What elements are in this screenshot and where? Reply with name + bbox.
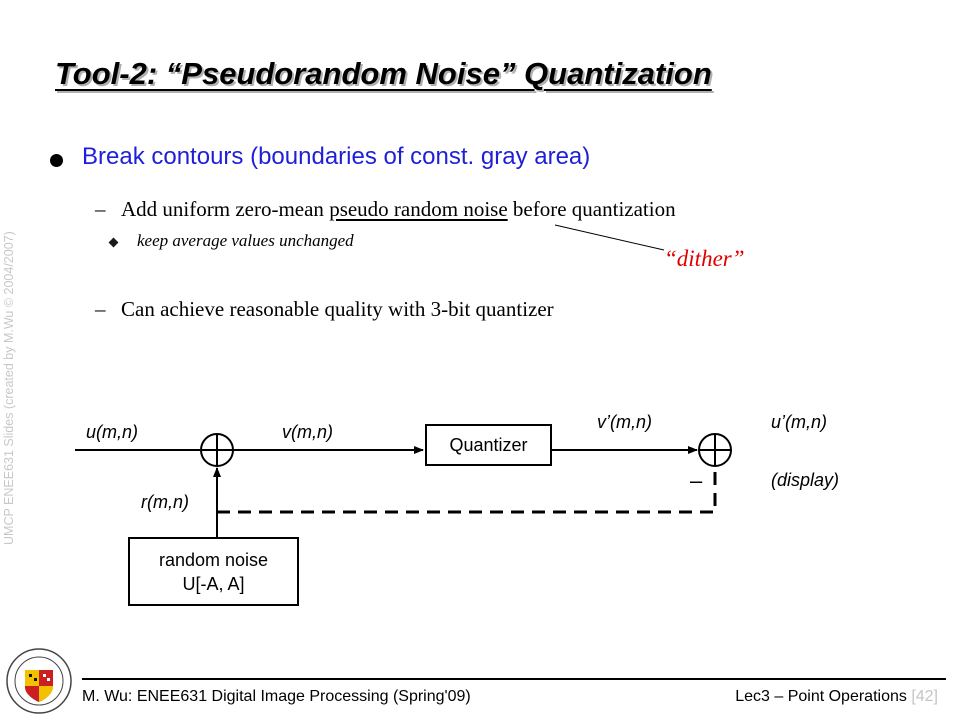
callout-connector bbox=[554, 224, 665, 251]
underlined-phrase: pseudo random noise bbox=[329, 197, 508, 221]
label-vprime: v’(m,n) bbox=[597, 412, 652, 432]
random-noise-box: random noise U[-A, A] bbox=[128, 537, 299, 606]
footer-divider bbox=[82, 678, 946, 680]
adder-1 bbox=[200, 433, 234, 467]
slide-title: Tool-2: “Pseudorandom Noise” Quantizatio… bbox=[55, 56, 712, 91]
label-v: v(m,n) bbox=[282, 422, 333, 442]
university-seal-logo bbox=[6, 648, 72, 714]
footer-course: M. Wu: ENEE631 Digital Image Processing … bbox=[82, 688, 471, 705]
dashed-feedback-path bbox=[217, 468, 717, 514]
label-input: u(m,n) bbox=[86, 422, 139, 442]
page-number: [42] bbox=[911, 688, 938, 705]
sub-bullet-quality: –Can achieve reasonable quality with 3-b… bbox=[95, 297, 554, 322]
noise-distribution: U[-A, A] bbox=[182, 574, 245, 594]
sub-text-after: before quantization bbox=[507, 197, 676, 221]
dash: – bbox=[95, 297, 106, 321]
adder-2 bbox=[698, 433, 732, 467]
dash: – bbox=[95, 197, 106, 221]
sub-text-before: Add uniform zero-mean bbox=[121, 197, 330, 221]
quantizer-box: Quantizer bbox=[425, 424, 552, 466]
label-display: (display) bbox=[771, 470, 840, 490]
bullet-text: Break contours (boundaries of const. gra… bbox=[82, 143, 591, 170]
sub-text: Can achieve reasonable quality with 3-bi… bbox=[121, 297, 554, 321]
noise-label: random noise bbox=[158, 550, 269, 570]
sub-sub-text: keep average values unchanged bbox=[137, 231, 354, 250]
sub-bullet-noise: –Add uniform zero-mean pseudo random noi… bbox=[95, 197, 676, 222]
label-r: r(m,n) bbox=[141, 492, 189, 512]
dither-callout: “dither” bbox=[664, 246, 745, 271]
footer-lecture: Lec3 – Point Operations [42] bbox=[735, 688, 938, 706]
label-output: u’(m,n) bbox=[771, 412, 828, 432]
footer-lecture-title: Lec3 – Point Operations bbox=[735, 688, 912, 705]
bullet-dot bbox=[50, 154, 63, 167]
minus-sign: – bbox=[690, 468, 703, 493]
